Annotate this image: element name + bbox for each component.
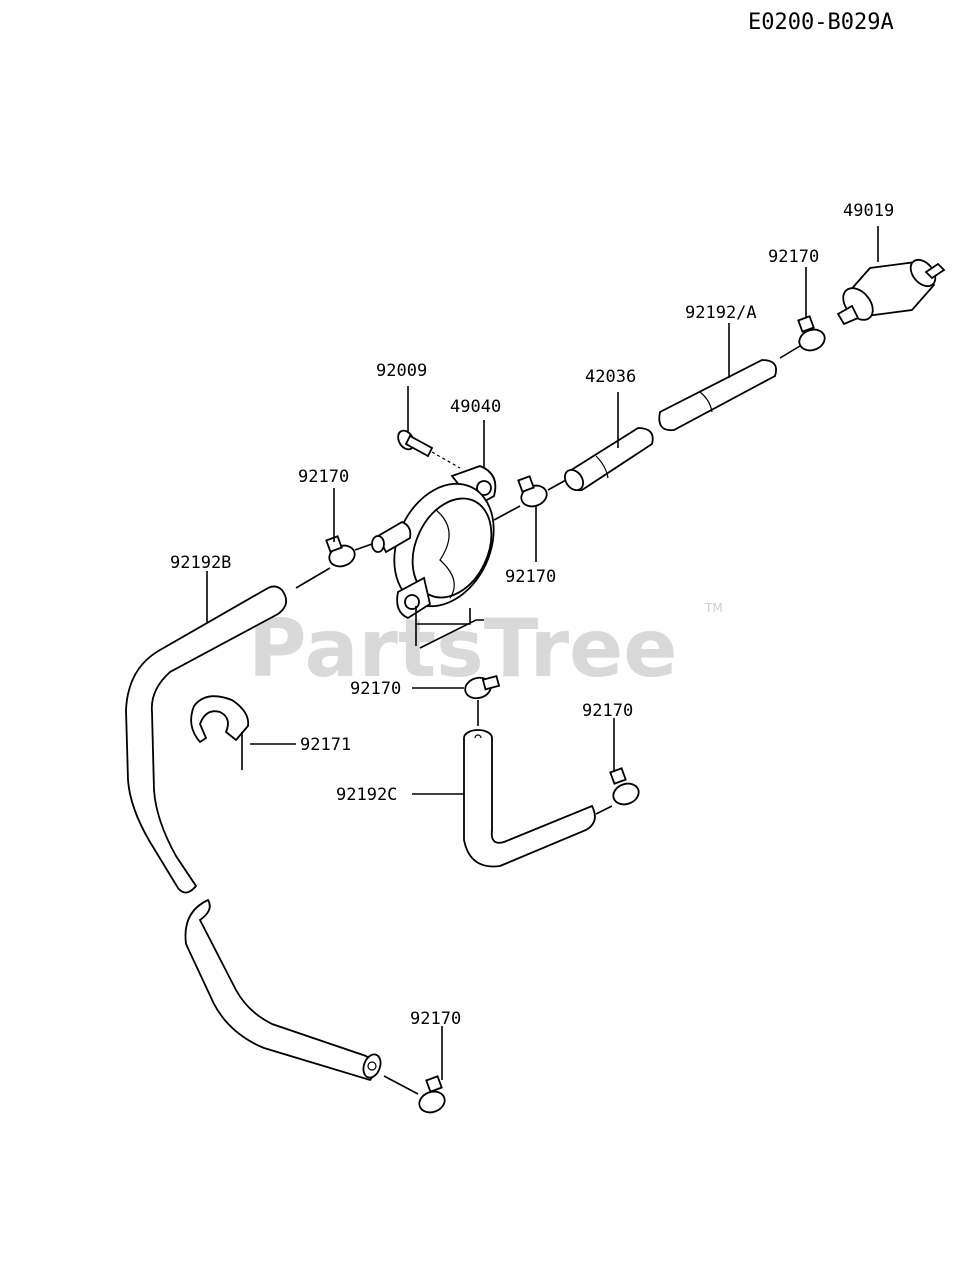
hose-clip-92171[interactable] bbox=[190, 695, 250, 770]
callout-92192b[interactable]: 92192B bbox=[170, 553, 231, 573]
callout-92170-d[interactable]: 92170 bbox=[350, 679, 401, 699]
connector-hose-clamp-f bbox=[383, 1075, 419, 1095]
connector-pump-clamp bbox=[493, 505, 521, 521]
hose-clamp-92170-a[interactable] bbox=[796, 315, 827, 354]
hose-clamp-92170-c[interactable] bbox=[325, 535, 357, 570]
fuel-hose-92192-a[interactable] bbox=[658, 359, 777, 432]
callout-92009[interactable]: 92009 bbox=[376, 361, 427, 381]
fuel-pump-49040[interactable] bbox=[371, 465, 513, 622]
connector-filter-hose bbox=[779, 345, 801, 359]
callout-49019[interactable]: 49019 bbox=[843, 201, 894, 221]
callout-92171[interactable]: 92171 bbox=[300, 735, 351, 755]
fuel-hose-92192b[interactable] bbox=[125, 585, 384, 1082]
hose-clamp-92170-b[interactable] bbox=[517, 475, 549, 510]
fuel-pipe-42036[interactable] bbox=[561, 427, 654, 494]
callout-49040[interactable]: 49040 bbox=[450, 397, 501, 417]
diagram-code: E0200-B029A bbox=[748, 10, 894, 35]
hose-clamp-92170-e[interactable] bbox=[609, 767, 641, 808]
callout-92192c[interactable]: 92192C bbox=[336, 785, 397, 805]
pump-outlet-bracket bbox=[415, 606, 471, 625]
callout-92170-f[interactable]: 92170 bbox=[410, 1009, 461, 1029]
connector-hose-clamp-e bbox=[595, 805, 613, 815]
screw-alignment bbox=[431, 451, 461, 469]
callout-92192-a[interactable]: 92192/A bbox=[685, 303, 757, 323]
callout-92170-e[interactable]: 92170 bbox=[582, 701, 633, 721]
callout-92170-a[interactable]: 92170 bbox=[768, 247, 819, 267]
callout-42036[interactable]: 42036 bbox=[585, 367, 636, 387]
pump-outlet-line bbox=[415, 619, 484, 649]
watermark: PartsTree bbox=[248, 602, 678, 695]
connector-hose-clamp bbox=[295, 567, 331, 589]
connector-clamp-pump bbox=[354, 543, 373, 551]
callout-92170-c[interactable]: 92170 bbox=[298, 467, 349, 487]
callout-92170-b[interactable]: 92170 bbox=[505, 567, 556, 587]
trademark: TM bbox=[704, 601, 723, 615]
connector-clamp-pipe bbox=[547, 479, 567, 491]
fuel-filter-49019[interactable] bbox=[836, 255, 946, 326]
screw-92009[interactable] bbox=[395, 428, 434, 458]
hose-clamp-92170-d[interactable] bbox=[463, 674, 501, 701]
fuel-hose-92192c[interactable] bbox=[463, 729, 596, 868]
hose-clamp-92170-f[interactable] bbox=[416, 1075, 447, 1116]
